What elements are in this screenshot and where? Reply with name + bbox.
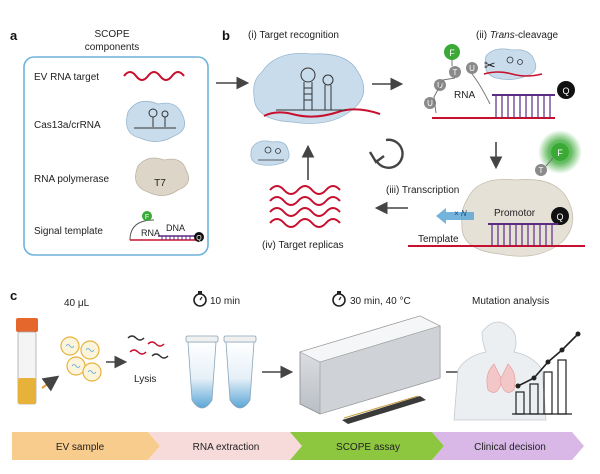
trans-cleavage-group: ✂ F T U U U RNA Q xyxy=(424,44,575,119)
time-30-min-40c: 30 min, 40 °C xyxy=(350,296,411,307)
svg-text:U: U xyxy=(427,99,433,108)
mutation-analysis-label: Mutation analysis xyxy=(472,296,549,307)
workflow-label-clinical-decision: Clinical decision xyxy=(474,442,546,453)
extraction-tubes xyxy=(185,335,257,409)
panel-c-letter: c xyxy=(10,288,17,303)
workflow-step-clinical-decision xyxy=(432,432,584,460)
panel-a-title-line1: SCOPE xyxy=(94,29,129,40)
workflow-banner: EV sample RNA extraction SCOPE assay Cli… xyxy=(12,432,584,460)
svg-text:DNA: DNA xyxy=(166,223,185,233)
cycle-icon xyxy=(368,138,404,169)
stopwatch-icon-10min xyxy=(193,291,207,307)
svg-text:Template: Template xyxy=(418,234,459,245)
svg-text:T: T xyxy=(539,166,544,175)
svg-text:F: F xyxy=(449,48,455,58)
svg-text:Q: Q xyxy=(556,212,563,222)
component-ev-rna-target: EV RNA target xyxy=(34,72,99,83)
ev-sample-tube xyxy=(16,318,38,405)
workflow-label-ev-sample: EV sample xyxy=(56,442,105,453)
svg-text:Promotor: Promotor xyxy=(494,208,536,219)
step-target-recognition: (i) Target recognition xyxy=(248,30,339,41)
step-trans-cleavage: (ii) Trans-cleavage xyxy=(476,30,559,41)
target-recognition-complex xyxy=(253,53,381,124)
workflow-label-scope-assay: SCOPE assay xyxy=(336,442,400,453)
panel-a-letter: a xyxy=(10,28,18,43)
workflow-step-scope-assay xyxy=(290,432,444,460)
svg-text:F: F xyxy=(145,214,149,221)
released-fluorophore: F T xyxy=(535,130,582,176)
svg-text:F: F xyxy=(557,148,563,158)
svg-text:Q: Q xyxy=(196,235,202,242)
svg-text:Q: Q xyxy=(562,86,569,96)
time-10-min: 10 min xyxy=(210,296,240,307)
step-target-replicas: (iv) Target replicas xyxy=(262,240,344,251)
svg-text:T7: T7 xyxy=(154,178,166,189)
signal-template-icon: F RNA DNA Q xyxy=(129,211,204,242)
workflow-label-rna-extraction: RNA extraction xyxy=(193,442,260,453)
t7-polymerase-icon: T7 xyxy=(135,157,190,196)
component-signal-template: Signal template xyxy=(34,226,103,237)
component-cas13a: Cas13a/crRNA xyxy=(34,120,101,131)
scissors-icon: ✂ xyxy=(484,57,496,73)
cas13a-crrna-icon xyxy=(126,100,186,142)
transcription-complex: Promotor Q Template × N xyxy=(408,179,585,257)
step-transcription: (iii) Transcription xyxy=(386,185,459,196)
panel-b-letter: b xyxy=(222,28,230,43)
ev-rna-wave-icon xyxy=(123,71,185,81)
panel-a-title-line2: components xyxy=(85,42,139,53)
cas13a-small-icon xyxy=(250,140,290,166)
workflow-step-ev-sample xyxy=(12,432,160,460)
scope-device xyxy=(299,315,441,424)
rna-fragments-icon xyxy=(127,335,169,359)
svg-text:T: T xyxy=(453,68,458,77)
stopwatch-icon-30min xyxy=(332,291,346,307)
component-rna-polymerase: RNA polymerase xyxy=(34,174,109,185)
svg-text:RNA: RNA xyxy=(454,90,475,101)
sample-volume: 40 μL xyxy=(64,298,90,309)
svg-text:U: U xyxy=(469,64,475,73)
target-replicas-icon xyxy=(269,185,341,228)
lysis-label: Lysis xyxy=(134,374,156,385)
mutation-analysis-icon xyxy=(453,321,581,421)
svg-text:RNA: RNA xyxy=(141,228,160,238)
ev-vesicles-icon xyxy=(60,336,102,382)
workflow-step-rna-extraction xyxy=(148,432,302,460)
svg-text:× N: × N xyxy=(454,209,467,218)
arrow-sample-to-vesicles xyxy=(41,375,60,392)
